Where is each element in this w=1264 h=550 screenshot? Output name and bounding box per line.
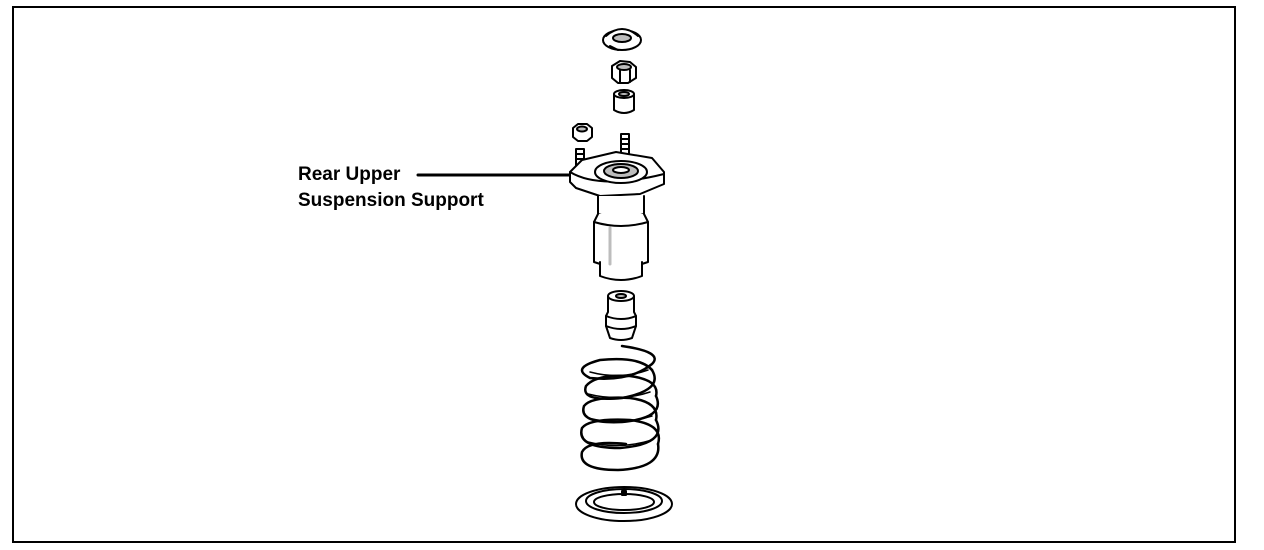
strut-body bbox=[593, 195, 649, 281]
lower-spring-seat bbox=[575, 486, 673, 522]
bump-stop bbox=[605, 290, 637, 341]
upper-support-plate bbox=[569, 151, 665, 197]
side-nut bbox=[572, 123, 593, 142]
dust-cap bbox=[602, 28, 642, 51]
top-nut bbox=[611, 60, 637, 84]
coil-spring bbox=[580, 344, 661, 472]
callout-label: Rear Upper Suspension Support bbox=[298, 162, 484, 214]
callout-line-1: Rear Upper bbox=[298, 164, 401, 185]
bushing bbox=[613, 89, 635, 114]
callout-line-2: Suspension Support bbox=[298, 190, 484, 211]
